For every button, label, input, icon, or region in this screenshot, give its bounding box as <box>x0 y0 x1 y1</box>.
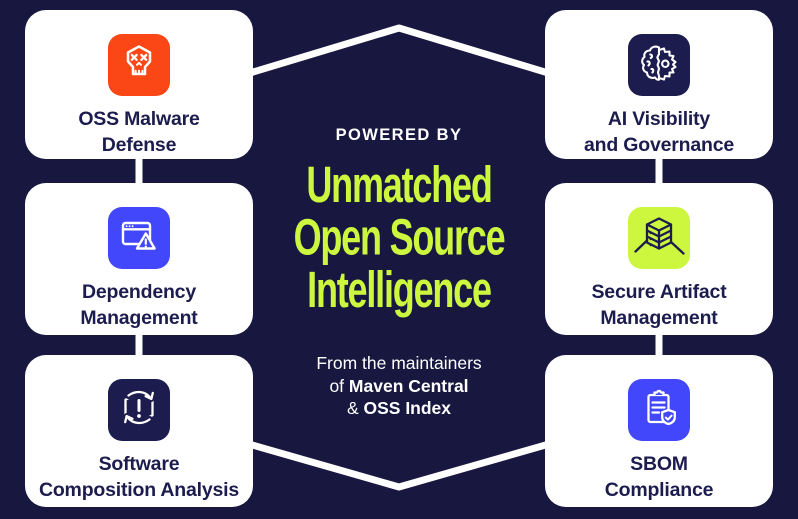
malware-skull-icon <box>108 34 170 96</box>
card-label-line: Management <box>600 307 718 329</box>
browser-warning-icon <box>108 207 170 269</box>
powered-by-kicker: POWERED BY <box>335 126 463 144</box>
server-stack-icon <box>628 207 690 269</box>
card-label: SBOM Compliance <box>605 451 714 503</box>
card-label: Secure Artifact Management <box>592 279 727 331</box>
brain-gear-icon <box>628 34 690 96</box>
card-ai-visibility-governance: AI Visibility and Governance <box>545 10 773 159</box>
card-software-composition-analysis: Software Composition Analysis <box>25 355 253 507</box>
card-sbom-compliance: SBOM Compliance <box>545 355 773 507</box>
hexagon-bottom-edge <box>196 426 602 491</box>
card-label-line: Software <box>98 453 180 475</box>
oss-index-text: OSS Index <box>363 398 452 418</box>
card-label-line: OSS Malware <box>78 108 200 130</box>
card-label: OSS Malware Defense <box>78 106 200 158</box>
hexagon-cycle-alert-icon <box>108 379 170 441</box>
headline-line: Intelligence <box>307 260 492 319</box>
card-label: AI Visibility and Governance <box>584 106 734 158</box>
card-label: Dependency Management <box>80 279 197 331</box>
card-label-line: AI Visibility <box>607 108 711 130</box>
card-label-line: Composition Analysis <box>38 479 240 501</box>
headline-line: Unmatched <box>306 155 492 214</box>
card-label-line: SBOM <box>630 453 688 475</box>
headline: Unmatched Open Source Intelligence <box>264 158 534 316</box>
maintainers-line-3: & OSS Index <box>346 398 452 418</box>
maintainers-line-2: of Maven Central <box>329 375 469 396</box>
card-secure-artifact-management: Secure Artifact Management <box>545 183 773 335</box>
card-label-line: Management <box>80 307 198 329</box>
card-dependency-management: Dependency Management <box>25 183 253 335</box>
card-label-line: Compliance <box>604 479 714 501</box>
maven-central-text: Maven Central <box>348 375 469 396</box>
maintainers-note: From the maintainers of Maven Central & … <box>264 352 534 420</box>
card-label-line: and Governance <box>583 134 734 156</box>
hexagon-top-edge <box>196 24 602 92</box>
card-oss-malware-defense: OSS Malware Defense <box>25 10 253 159</box>
card-label-line: Secure Artifact <box>591 281 727 303</box>
clipboard-shield-check-icon <box>628 379 690 441</box>
card-label-line: Defense <box>101 134 177 156</box>
card-label: Software Composition Analysis <box>39 451 239 503</box>
card-label-line: Dependency <box>82 281 196 303</box>
headline-line: Open Source <box>293 207 506 266</box>
maintainers-line-1: From the maintainers <box>316 353 482 373</box>
